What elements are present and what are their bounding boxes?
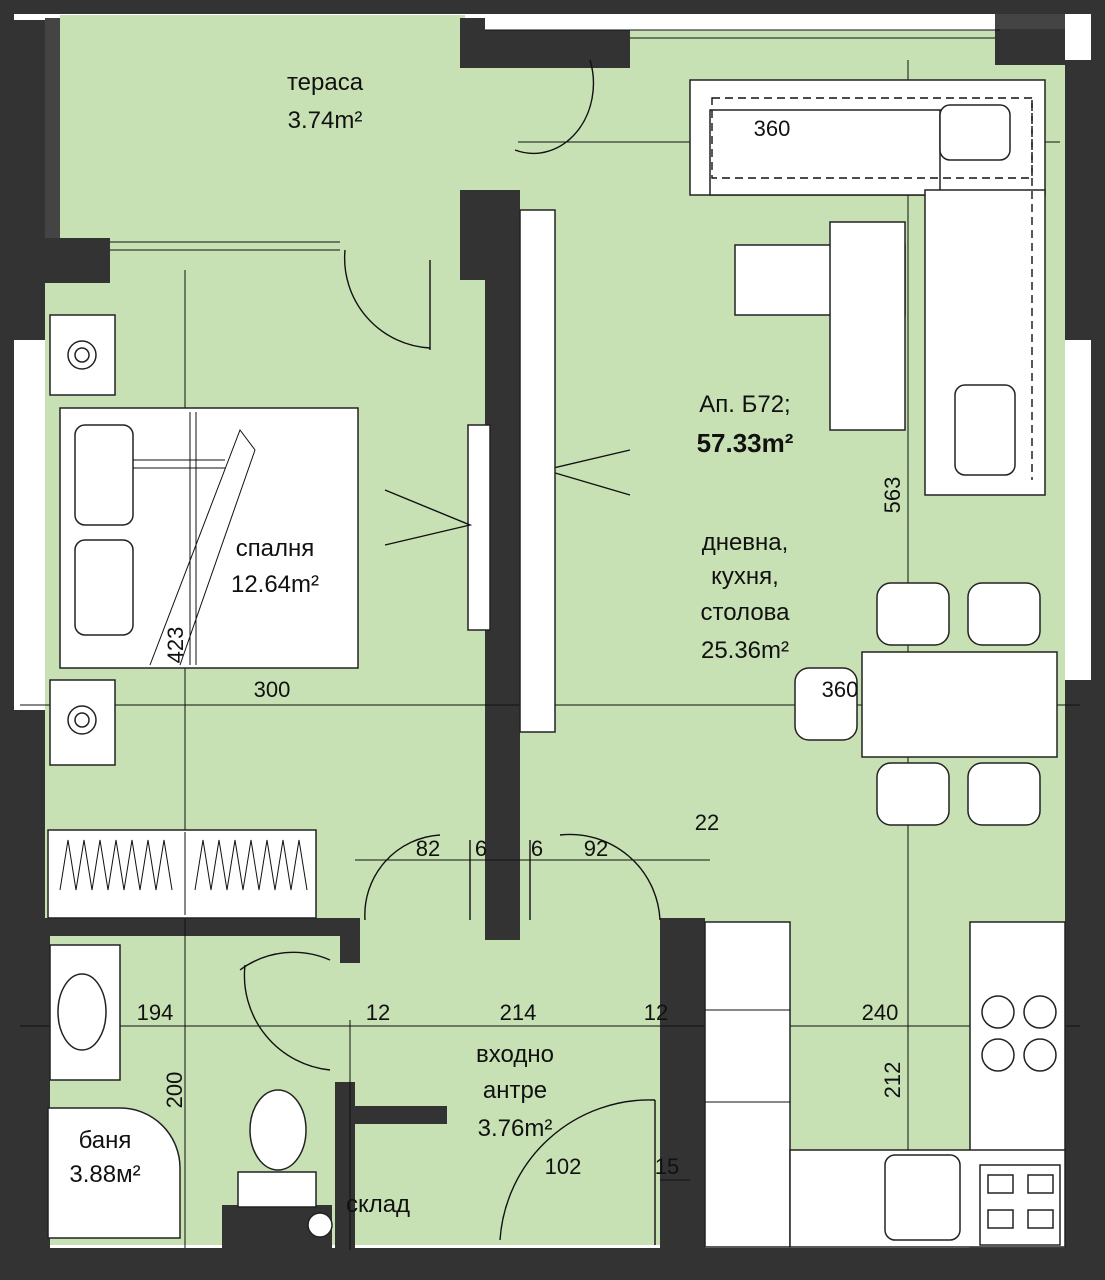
dim-kitchen-width: 240	[862, 1000, 899, 1025]
apartment-area: 57.33m²	[697, 428, 794, 458]
apartment-id: Ап. Б72;	[699, 391, 790, 418]
dim-door-right: 92	[584, 836, 608, 861]
toilet-bowl	[249, 1089, 307, 1171]
dim-bed-depth: 423	[163, 627, 188, 664]
shower	[47, 1107, 181, 1239]
living-line3: столова	[701, 599, 791, 626]
dim-bath-width: 194	[137, 1000, 174, 1025]
bathroom-name: баня	[79, 1127, 132, 1154]
bathroom-area: 3.88м²	[69, 1161, 140, 1188]
room-labels: тераса 3.74m² спалня 12.64m² Ап. Б72; 57…	[69, 69, 793, 1218]
lounge-chair-a	[939, 104, 1011, 161]
dim-wall-e: 12	[644, 1000, 668, 1025]
dim-entrance-width: 214	[500, 1000, 537, 1025]
living-area: 25.36m²	[701, 637, 789, 664]
living-line2: кухня,	[711, 563, 779, 590]
terrace-area: 3.74m²	[288, 107, 363, 134]
lounge-chair-b	[954, 384, 1016, 476]
dim-wall-a: 6	[475, 836, 487, 861]
dim-entry-door: 102	[545, 1154, 582, 1179]
terrace-glazing	[110, 29, 1000, 251]
dim-wall-f: 15	[655, 1154, 679, 1179]
living-line1: дневна,	[702, 529, 789, 556]
storage-name: склад	[346, 1191, 410, 1218]
dim-wall-d: 12	[366, 1000, 390, 1025]
dim-bedroom-width: 300	[254, 677, 291, 702]
kitchen-counter-left	[704, 921, 791, 1248]
living-furniture	[519, 79, 1058, 826]
bedroom-furniture	[47, 314, 359, 919]
dim-kitchen-depth: 212	[880, 1062, 905, 1099]
dim-table-width: 360	[822, 677, 859, 702]
bathroom-fixtures	[47, 944, 333, 1239]
wardrobe	[47, 829, 317, 919]
room-divider	[519, 209, 556, 733]
entrance-area: 3.76m²	[478, 1115, 553, 1142]
dim-door-left: 82	[416, 836, 440, 861]
bedroom-area: 12.64m²	[231, 571, 319, 598]
dim-wall-b: 6	[531, 836, 543, 861]
entrance-line2: антре	[483, 1077, 547, 1104]
dim-bath-depth: 200	[162, 1072, 187, 1109]
dim-wall-c: 22	[695, 810, 719, 835]
dimension-labels: 360 563 423 300 360 82 6 6 92 22 194 12 …	[137, 116, 905, 1179]
dim-living-depth: 563	[880, 477, 905, 514]
kitchen	[704, 921, 1066, 1248]
dim-sofa-width: 360	[754, 116, 791, 141]
toilet-tank	[237, 1171, 317, 1208]
entrance-line1: входно	[476, 1041, 554, 1068]
dining-table	[861, 651, 1058, 758]
tv-panel	[829, 221, 906, 431]
terrace-name: тераса	[287, 69, 364, 96]
bedroom-name: спалня	[236, 535, 315, 562]
